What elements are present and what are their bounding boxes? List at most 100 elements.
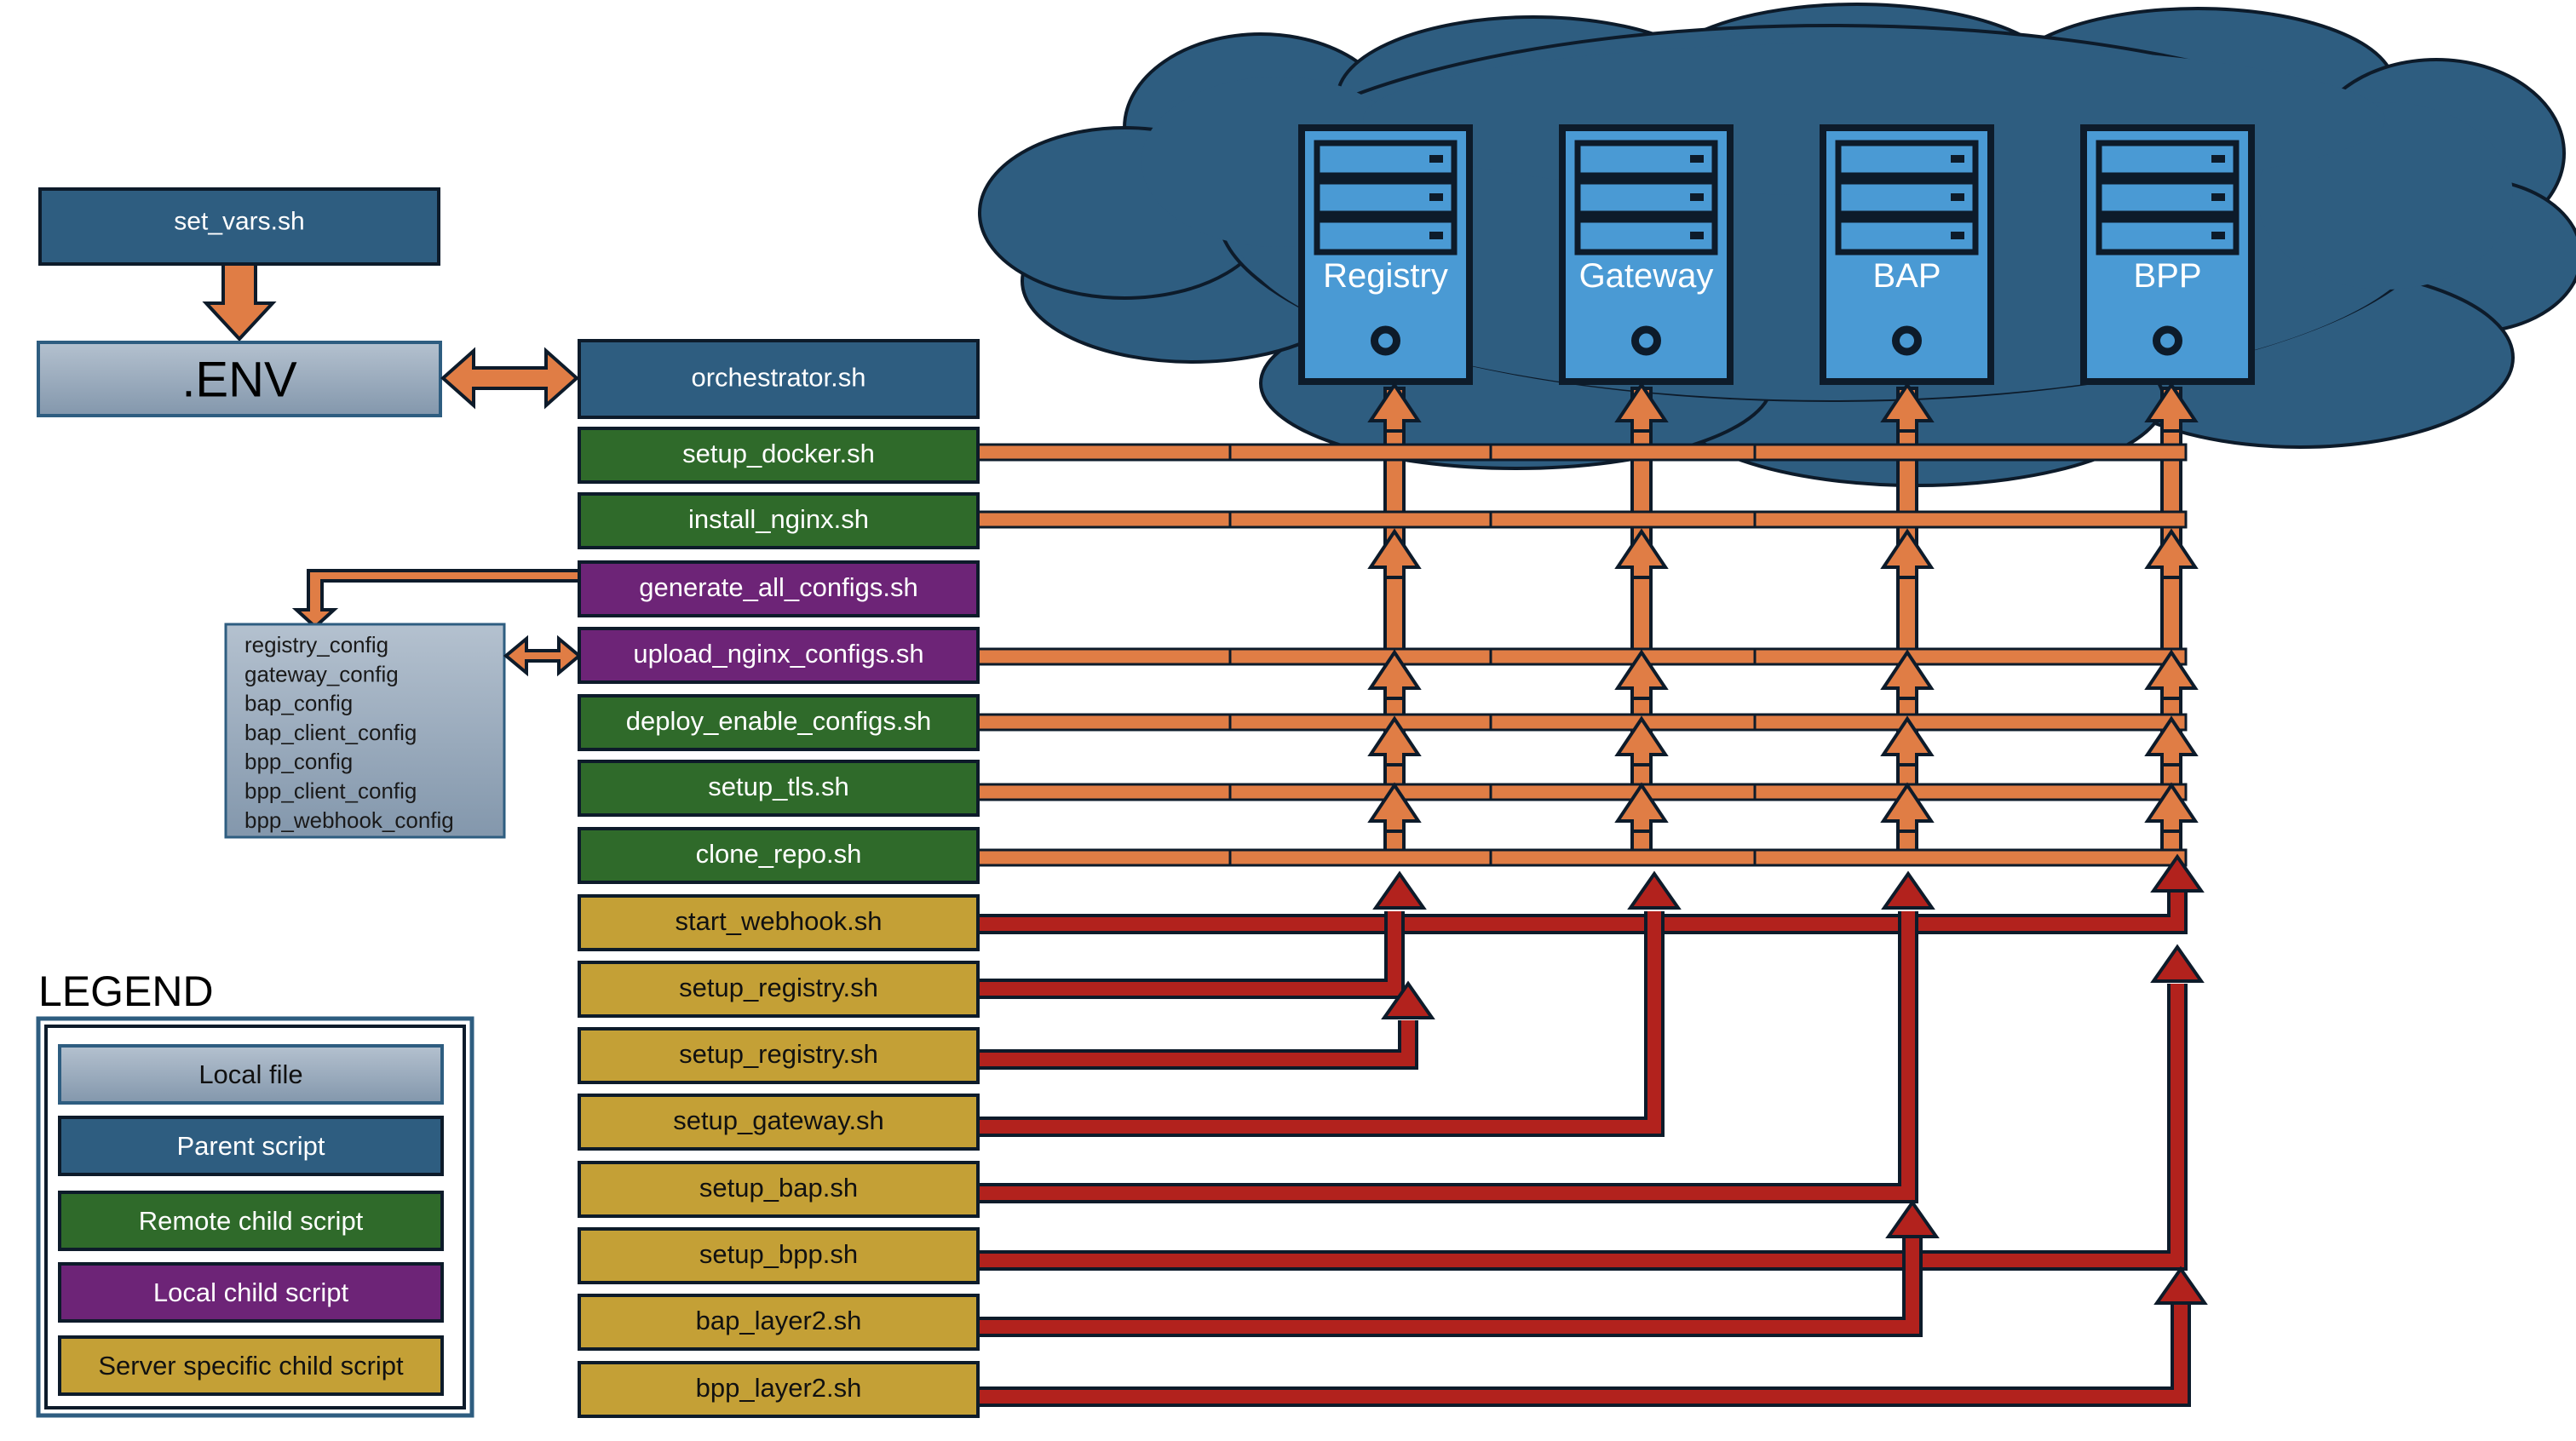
script-setup_tls[interactable]: setup_tls.sh bbox=[578, 760, 980, 817]
env-orchestrator-double-arrow bbox=[440, 347, 580, 410]
script-label: deploy_enable_configs.sh bbox=[626, 706, 932, 736]
script-label: setup_registry.sh bbox=[679, 973, 878, 1002]
config-item: gateway_config bbox=[244, 661, 399, 686]
orange-arrowhead bbox=[2144, 782, 2199, 833]
legend-item-remote: Remote child script bbox=[58, 1191, 444, 1251]
script-label: setup_bap.sh bbox=[699, 1173, 858, 1203]
script-bap_layer2[interactable]: bap_layer2.sh bbox=[578, 1294, 980, 1351]
orange-arrowhead bbox=[1367, 715, 1422, 766]
script-bpp_layer2[interactable]: bpp_layer2.sh bbox=[578, 1361, 980, 1418]
server-bpp[interactable]: BPP bbox=[2080, 124, 2255, 385]
orange-arrowhead bbox=[1614, 528, 1669, 579]
legend-item-parent: Parent script bbox=[58, 1116, 444, 1176]
orange-arrowhead bbox=[2144, 528, 2199, 579]
config-item: registry_config bbox=[244, 632, 388, 657]
drive-led-icon bbox=[1690, 232, 1704, 239]
server-label: Gateway bbox=[1579, 257, 1714, 295]
server-registry[interactable]: Registry bbox=[1298, 124, 1473, 385]
orange-arrowhead bbox=[1880, 382, 1935, 433]
orange-bar-setup_tls bbox=[973, 783, 2188, 801]
script-generate_all_configs[interactable]: generate_all_configs.sh bbox=[578, 560, 980, 617]
drive-led-icon bbox=[1951, 193, 1964, 201]
script-label: start_webhook.sh bbox=[676, 906, 883, 936]
config-item: bpp_webhook_config bbox=[244, 807, 454, 833]
drive-led-icon bbox=[2211, 232, 2225, 239]
script-upload_nginx_configs[interactable]: upload_nginx_configs.sh bbox=[578, 627, 980, 684]
red-path-start_webhook bbox=[978, 890, 2184, 931]
set-vars-box[interactable]: set_vars.sh bbox=[38, 187, 440, 266]
config-item: bap_config bbox=[244, 691, 353, 716]
script-start_webhook[interactable]: start_webhook.sh bbox=[578, 894, 980, 951]
script-setup_bap[interactable]: setup_bap.sh bbox=[578, 1161, 980, 1218]
script-label: orchestrator.sh bbox=[691, 363, 865, 393]
orange-arrowhead bbox=[1880, 782, 1935, 833]
orange-arrowhead bbox=[1367, 382, 1422, 433]
script-setup_bpp[interactable]: setup_bpp.sh bbox=[578, 1227, 980, 1284]
set-vars-to-env-arrow bbox=[202, 262, 277, 342]
legend-item-label: Parent script bbox=[176, 1131, 325, 1161]
red-arrowhead bbox=[1372, 870, 1427, 910]
orange-arrowhead bbox=[1614, 782, 1669, 833]
legend-item-local_child: Local child script bbox=[58, 1262, 444, 1323]
orange-bar-install_nginx bbox=[973, 510, 2188, 529]
script-label: install_nginx.sh bbox=[688, 504, 869, 534]
config-item: bpp_client_config bbox=[244, 778, 417, 804]
red-path-setup_gateway bbox=[978, 911, 1661, 1134]
script-install_nginx[interactable]: install_nginx.sh bbox=[578, 492, 980, 549]
config-item: bpp_config bbox=[244, 749, 353, 774]
legend-item-label: Remote child script bbox=[139, 1206, 364, 1236]
orange-bar-upload_nginx_configs bbox=[973, 647, 2188, 666]
orange-arrowhead bbox=[2144, 715, 2199, 766]
drive-led-icon bbox=[1690, 155, 1704, 163]
legend-item-label: Local child script bbox=[153, 1277, 349, 1307]
red-arrowhead bbox=[2150, 944, 2205, 983]
script-setup_docker[interactable]: setup_docker.sh bbox=[578, 427, 980, 484]
server-label: BAP bbox=[1872, 257, 1941, 295]
script-clone_repo[interactable]: clone_repo.sh bbox=[578, 827, 980, 884]
server-gateway[interactable]: Gateway bbox=[1559, 124, 1734, 385]
connector-arrows bbox=[973, 382, 2208, 1407]
drive-led-icon bbox=[1429, 232, 1443, 239]
drive-led-icon bbox=[1429, 155, 1443, 163]
script-label: setup_bpp.sh bbox=[699, 1239, 858, 1269]
red-path-outline-setup_gateway bbox=[978, 911, 1665, 1137]
red-path-setup_bpp bbox=[978, 984, 2184, 1267]
red-arrowhead bbox=[2150, 853, 2205, 893]
red-arrowhead bbox=[1627, 870, 1682, 910]
script-orchestrator[interactable]: orchestrator.sh bbox=[578, 339, 980, 419]
config-item: bap_client_config bbox=[244, 720, 417, 745]
script-label: setup_gateway.sh bbox=[673, 1105, 884, 1135]
power-button-icon bbox=[2153, 325, 2182, 356]
red-path-setup_registry_2 bbox=[978, 1020, 1415, 1066]
server-bap[interactable]: BAP bbox=[1820, 124, 1994, 385]
drive-led-icon bbox=[1429, 193, 1443, 201]
env-file-box[interactable]: .ENV bbox=[37, 341, 442, 417]
drive-led-icon bbox=[2211, 155, 2225, 163]
red-path-setup_registry_1 bbox=[978, 911, 1401, 996]
cloud bbox=[978, 3, 2576, 487]
script-deploy_enable_configs[interactable]: deploy_enable_configs.sh bbox=[578, 694, 980, 751]
orange-bar-setup_docker bbox=[973, 443, 2188, 462]
script-label: upload_nginx_configs.sh bbox=[633, 639, 923, 669]
orange-arrowhead bbox=[1367, 782, 1422, 833]
legend-item-label: Local file bbox=[198, 1059, 302, 1089]
drive-led-icon bbox=[1951, 232, 1964, 239]
red-arrowhead bbox=[2153, 1266, 2208, 1305]
red-arrowhead bbox=[1885, 1199, 1940, 1238]
script-label: setup_registry.sh bbox=[679, 1039, 878, 1069]
orange-arrowhead bbox=[1367, 649, 1422, 700]
red-path-outline-bap_layer2 bbox=[978, 1237, 1923, 1337]
orange-bar-clone_repo bbox=[973, 848, 2188, 867]
power-button-icon bbox=[1371, 325, 1400, 356]
server-label: BPP bbox=[2133, 257, 2201, 295]
orange-arrowhead bbox=[2144, 382, 2199, 433]
power-button-icon bbox=[1631, 325, 1661, 356]
power-button-icon bbox=[1892, 325, 1922, 356]
script-label: setup_tls.sh bbox=[708, 772, 848, 801]
script-setup_registry_1[interactable]: setup_registry.sh bbox=[578, 961, 980, 1018]
script-setup_gateway[interactable]: setup_gateway.sh bbox=[578, 1094, 980, 1151]
red-arrowhead bbox=[1881, 870, 1935, 910]
script-setup_registry_2[interactable]: setup_registry.sh bbox=[578, 1027, 980, 1084]
script-stack: orchestrator.sh setup_docker.sh install_ng… bbox=[578, 339, 980, 1418]
